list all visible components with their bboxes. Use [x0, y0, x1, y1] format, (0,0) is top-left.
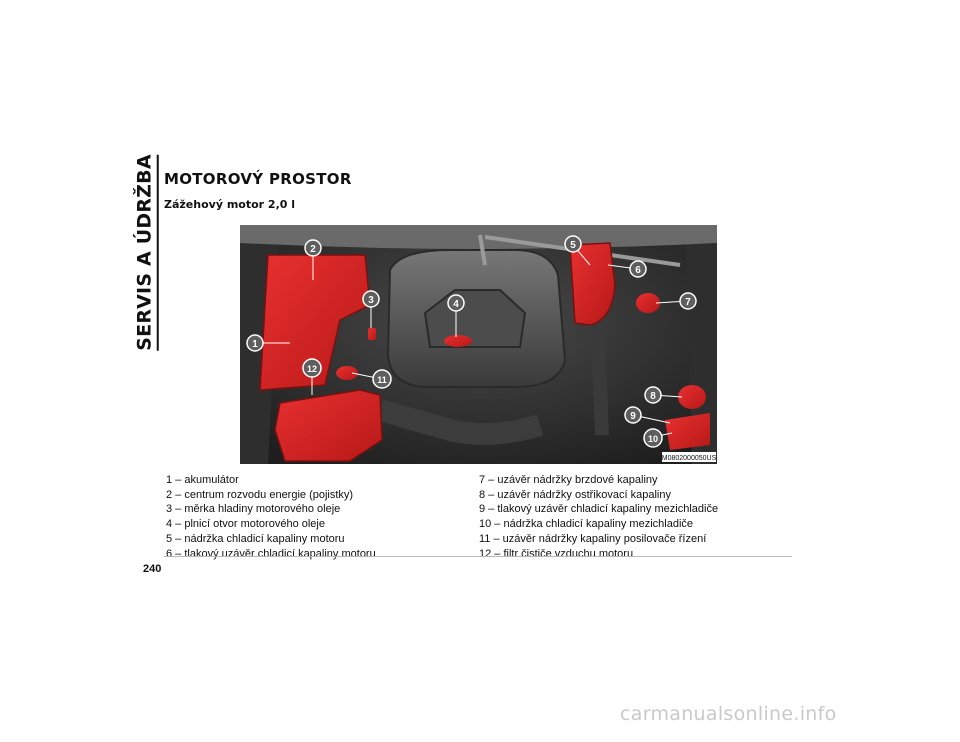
- legend-item: 4 – plnicí otvor motorového oleje: [166, 518, 325, 531]
- legend-item: 9 – tlakový uzávěr chladicí kapaliny mez…: [479, 503, 719, 516]
- svg-text:2: 2: [310, 244, 316, 255]
- svg-text:12: 12: [307, 364, 317, 374]
- legend-item: 8 – uzávěr nádržky ostřikovací kapaliny: [479, 488, 671, 501]
- callout-1: 1: [246, 334, 264, 352]
- legend-item: 6 – tlakový uzávěr chladicí kapaliny mot…: [166, 547, 376, 560]
- section-side-title-text: SERVIS A ÚDRŽBA: [133, 153, 159, 351]
- svg-text:8: 8: [650, 391, 656, 402]
- callout-5: 5: [564, 235, 582, 253]
- figure-code-box: [662, 452, 716, 462]
- svg-text:9: 9: [630, 411, 636, 422]
- svg-text:3: 3: [368, 295, 374, 306]
- page-subheading: Zážehový motor 2,0 l: [164, 198, 295, 211]
- legend-item: 3 – měrka hladiny motorového oleje: [166, 503, 341, 516]
- oil-filler-cap: [444, 335, 472, 347]
- intercooler-reservoir: [665, 413, 710, 450]
- callout-12: 12: [302, 358, 322, 378]
- section-side-title: SERVIS A ÚDRŽBA: [131, 153, 161, 351]
- callout-6: 6: [629, 260, 647, 278]
- legend-item: 2 – centrum rozvodu energie (pojistky): [166, 488, 354, 501]
- svg-text:11: 11: [377, 375, 387, 385]
- oil-dipstick-handle: [368, 328, 376, 340]
- page-number: 240: [143, 563, 162, 575]
- engine-compartment-figure: M0802000050US 1 2 3 4 5 6 7 8 9: [240, 225, 717, 464]
- coolant-reservoir: [569, 242, 616, 326]
- figure-code: M0802000050US: [662, 455, 717, 462]
- power-steering-cap: [336, 366, 358, 380]
- coolant-pipe: [591, 334, 609, 436]
- battery-pdc-box: [259, 254, 371, 391]
- svg-text:4: 4: [453, 299, 459, 310]
- callout-8: 8: [644, 386, 662, 404]
- legend-column-right: 7 – uzávěr nádržky brzdové kapaliny 8 – …: [479, 473, 718, 561]
- callout-11: 11: [372, 369, 392, 389]
- legend-item: 12 – filtr čističe vzduchu motoru: [479, 547, 634, 560]
- legend-item: 5 – nádržka chladicí kapaliny motoru: [166, 532, 345, 545]
- callout-4: 4: [447, 294, 465, 312]
- legend-item: 7 – uzávěr nádržky brzdové kapaliny: [479, 474, 658, 486]
- watermark: carmanualsonline.info: [620, 703, 837, 725]
- air-filter-box: [274, 389, 383, 462]
- footer-divider: [164, 556, 792, 557]
- callout-3: 3: [362, 290, 380, 308]
- callout-2: 2: [304, 239, 322, 257]
- svg-text:6: 6: [635, 265, 641, 276]
- brake-fluid-cap: [636, 293, 660, 313]
- intake-hose: [376, 399, 544, 445]
- legend-item: 11 – uzávěr nádržky kapaliny posilovače …: [479, 532, 707, 545]
- callout-7: 7: [679, 292, 697, 310]
- washer-fluid-cap: [678, 385, 706, 409]
- legend-column-left: 1 – akumulátor 2 – centrum rozvodu energ…: [166, 473, 376, 561]
- legend-item: 10 – nádržka chladicí kapaliny mezichlad…: [479, 518, 694, 531]
- svg-text:5: 5: [570, 240, 576, 251]
- callout-9: 9: [624, 406, 642, 424]
- svg-text:7: 7: [685, 297, 691, 308]
- legend-item: 1 – akumulátor: [166, 474, 239, 486]
- svg-text:1: 1: [252, 339, 258, 350]
- page-heading: MOTOROVÝ PROSTOR: [164, 170, 352, 188]
- callout-10: 10: [643, 428, 663, 448]
- svg-text:10: 10: [648, 434, 658, 444]
